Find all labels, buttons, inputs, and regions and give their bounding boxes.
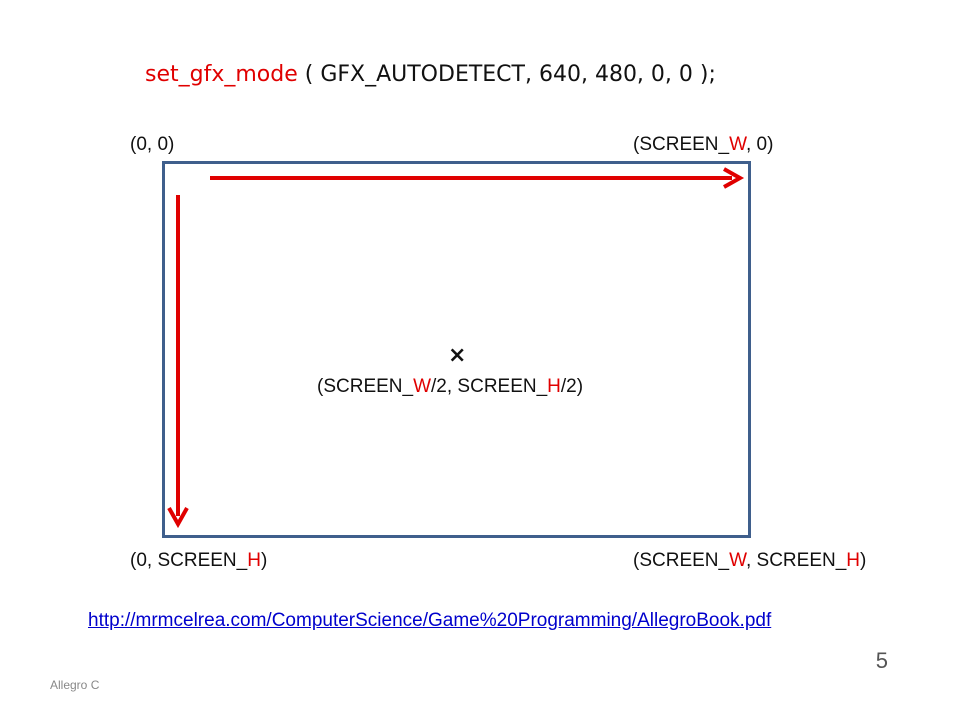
label-bottom-right: (SCREEN_W, SCREEN_H) bbox=[633, 550, 867, 571]
label-top-right: (SCREEN_W, 0) bbox=[633, 134, 774, 155]
screen-rectangle bbox=[162, 161, 751, 538]
label-top-left: (0, 0) bbox=[130, 134, 175, 155]
function-name: set_gfx_mode bbox=[145, 62, 298, 87]
y-axis-arrowhead bbox=[167, 507, 189, 529]
code-line: set_gfx_mode ( GFX_AUTODETECT, 640, 480,… bbox=[145, 62, 716, 87]
label-bottom-left: (0, SCREEN_H) bbox=[130, 550, 268, 571]
label-center: (SCREEN_W/2, SCREEN_H/2) bbox=[317, 376, 584, 397]
slide-number: 5 bbox=[875, 648, 888, 673]
footer-text: Allegro C bbox=[50, 678, 100, 692]
function-args: ( GFX_AUTODETECT, 640, 480, 0, 0 ); bbox=[297, 62, 716, 87]
reference-link[interactable]: http://mrmcelrea.com/ComputerScience/Gam… bbox=[88, 610, 772, 631]
x-axis-arrowhead bbox=[723, 167, 745, 189]
center-marker: × bbox=[448, 343, 467, 368]
